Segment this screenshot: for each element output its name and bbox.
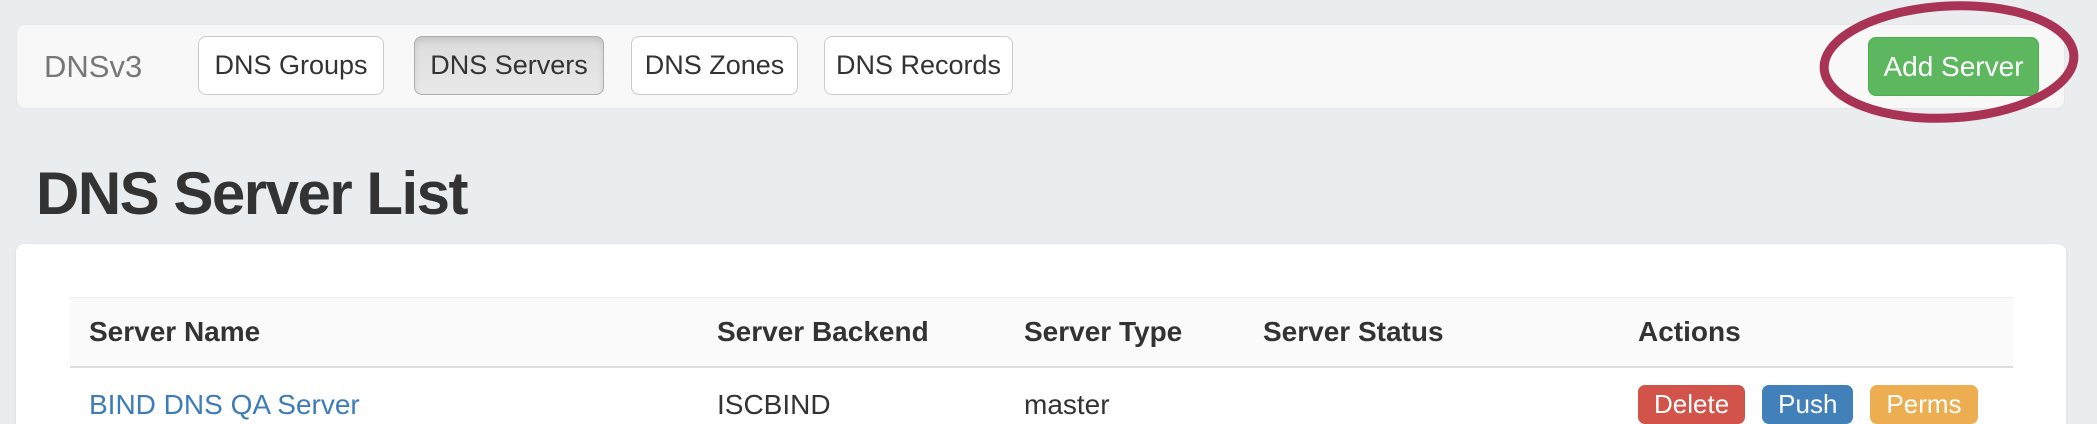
table-header-row: Server Name Server Backend Server Type S… <box>70 297 2013 368</box>
tab-dns-zones[interactable]: DNS Zones <box>631 36 798 95</box>
column-header-server-backend: Server Backend <box>698 297 1005 368</box>
column-header-actions: Actions <box>1619 297 2013 368</box>
column-header-server-name: Server Name <box>70 297 698 368</box>
cell-actions: Delete Push Perms <box>1619 367 2013 424</box>
cell-server-backend: ISCBIND <box>717 388 831 420</box>
cell-server-status <box>1244 367 1619 424</box>
column-header-server-status: Server Status <box>1244 297 1619 368</box>
add-server-button[interactable]: Add Server <box>1868 37 2039 96</box>
server-name-link[interactable]: BIND DNS QA Server <box>89 388 360 420</box>
delete-button[interactable]: Delete <box>1638 385 1746 424</box>
cell-server-name: BIND DNS QA Server <box>70 367 698 424</box>
tab-dns-records[interactable]: DNS Records <box>824 36 1013 95</box>
page-title: DNS Server List <box>36 160 469 227</box>
top-navbar: DNSv3 DNS Groups DNS Servers DNS Zones D… <box>16 24 2065 109</box>
table-row: BIND DNS QA Server ISCBIND master Delete… <box>70 367 2013 424</box>
server-table: Server Name Server Backend Server Type S… <box>70 297 2013 424</box>
tab-dns-groups[interactable]: DNS Groups <box>198 36 384 95</box>
column-header-server-type: Server Type <box>1005 297 1244 368</box>
brand-dnsv3: DNSv3 <box>44 48 143 84</box>
push-button[interactable]: Push <box>1762 385 1854 424</box>
perms-button[interactable]: Perms <box>1870 385 1978 424</box>
server-list-card: Server Name Server Backend Server Type S… <box>15 243 2067 424</box>
cell-server-type: master <box>1024 388 1110 420</box>
tab-dns-servers[interactable]: DNS Servers <box>414 36 604 95</box>
